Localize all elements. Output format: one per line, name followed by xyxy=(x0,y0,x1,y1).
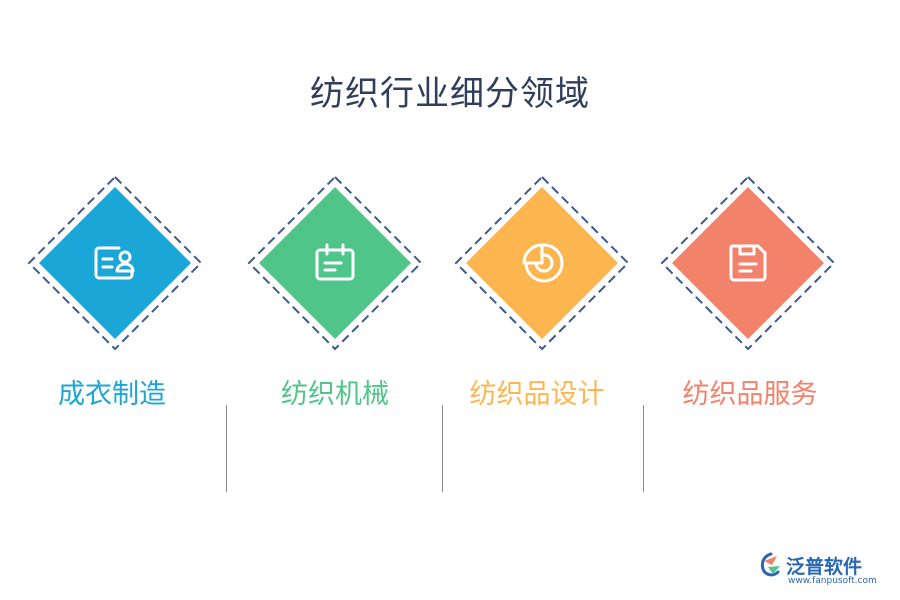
save-icon xyxy=(729,244,767,282)
segment-label: 纺织机械 xyxy=(281,379,389,410)
segment-garment-manufacturing xyxy=(25,173,205,353)
segment-label: 成衣制造 xyxy=(58,379,166,410)
segment-textile-machinery xyxy=(245,173,425,353)
segment-label: 纺织品服务 xyxy=(682,379,818,410)
id-card-icon xyxy=(94,246,135,280)
divider-line xyxy=(643,405,644,492)
pie-chart-icon xyxy=(522,243,564,283)
segment-textile-services xyxy=(658,173,838,353)
logo-mark-icon xyxy=(760,552,780,577)
divider-line xyxy=(226,405,227,492)
segment-textile-design xyxy=(452,173,632,353)
page-title: 纺织行业细分领域 xyxy=(310,74,590,114)
brand-logo: 泛普软件 www.fanpusoft.com xyxy=(758,550,888,590)
logo-url: www.fanpusoft.com xyxy=(788,576,877,586)
calendar-icon xyxy=(315,243,355,281)
diamond-shape xyxy=(27,175,203,351)
divider-line xyxy=(442,405,443,492)
logo-name: 泛普软件 xyxy=(786,556,863,578)
segment-label: 纺织品设计 xyxy=(469,379,605,410)
